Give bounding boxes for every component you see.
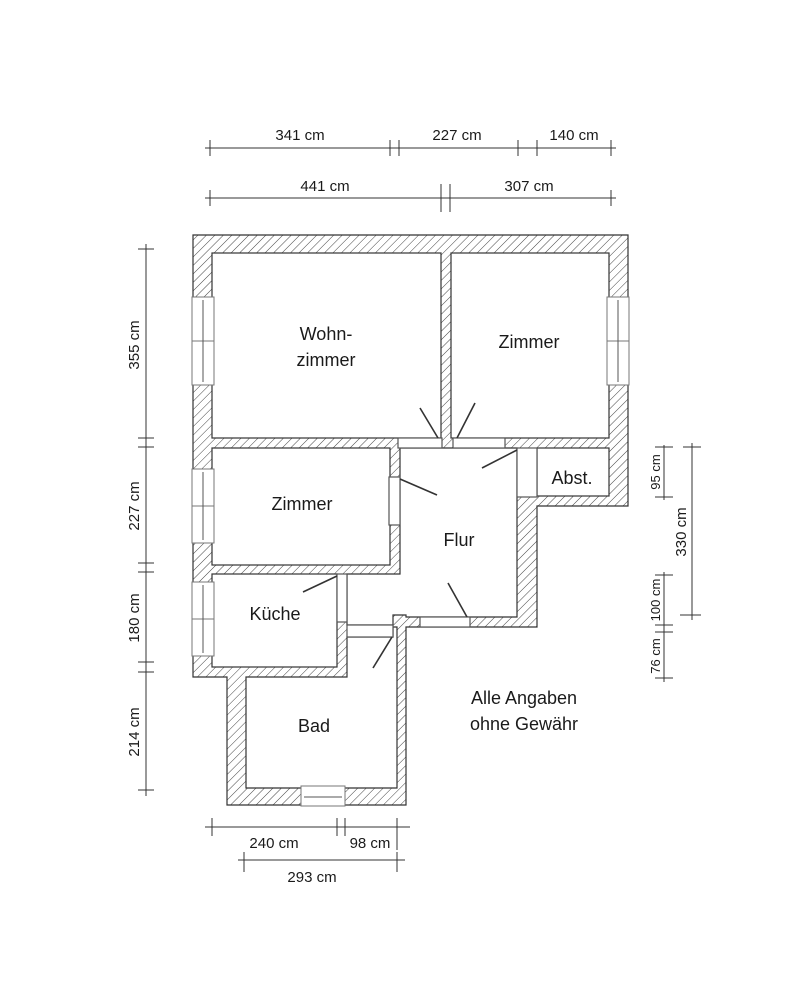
dimensions-bottom: 240 cm 98 cm 293 cm [205,818,410,886]
dim-top-1: 341 cm [275,127,324,144]
dim-left-4: 214 cm [126,707,143,756]
dim-right-2: 100 cm [648,579,663,622]
doors [302,402,538,669]
label-zimmer-right: Zimmer [499,332,560,352]
label-wohnzimmer-2: zimmer [297,350,356,370]
room-kueche [211,573,338,668]
door-zimmer-right [452,437,506,449]
room-flur [346,447,518,626]
dim-left-2: 227 cm [126,481,143,530]
dim-right-3: 76 cm [648,638,663,673]
dim-top-5: 307 cm [504,178,553,195]
dim-top-3: 140 cm [549,127,598,144]
dim-bottom-total: 293 cm [287,869,336,886]
room-abstellraum [536,447,610,497]
dim-bottom-1: 240 cm [249,835,298,852]
door-bad [346,624,394,638]
door-abstellraum [516,447,538,498]
dim-right-1: 95 cm [648,454,663,489]
door-zimmer-left [388,476,401,526]
dim-left-1: 355 cm [126,320,143,369]
room-wohnzimmer [211,252,442,439]
disclaimer-line1: Alle Angaben [471,688,577,708]
windows [191,296,630,807]
label-kueche: Küche [249,604,300,624]
label-zimmer-left: Zimmer [272,494,333,514]
label-bad: Bad [298,716,330,736]
dimensions-top: 341 cm 227 cm 140 cm 441 cm 307 cm [205,127,616,212]
dim-bottom-2: 98 cm [350,835,391,852]
window [300,785,346,807]
dim-top-4: 441 cm [300,178,349,195]
room-zimmer-right [450,252,610,439]
label-flur: Flur [444,530,475,550]
dim-top-2: 227 cm [432,127,481,144]
door-wohnzimmer [397,437,443,449]
dim-left-3: 180 cm [126,593,143,642]
label-wohnzimmer-1: Wohn- [300,324,353,344]
label-abstellraum: Abst. [551,468,592,488]
disclaimer-line2: ohne Gewähr [470,714,578,734]
door-entrance [419,616,471,628]
dimensions-left: 355 cm 227 cm 180 cm 214 cm [126,244,154,796]
dim-right-total: 330 cm [673,507,690,556]
dimensions-right: 95 cm 100 cm 76 cm 330 cm [648,443,701,682]
door-kueche [336,573,348,623]
